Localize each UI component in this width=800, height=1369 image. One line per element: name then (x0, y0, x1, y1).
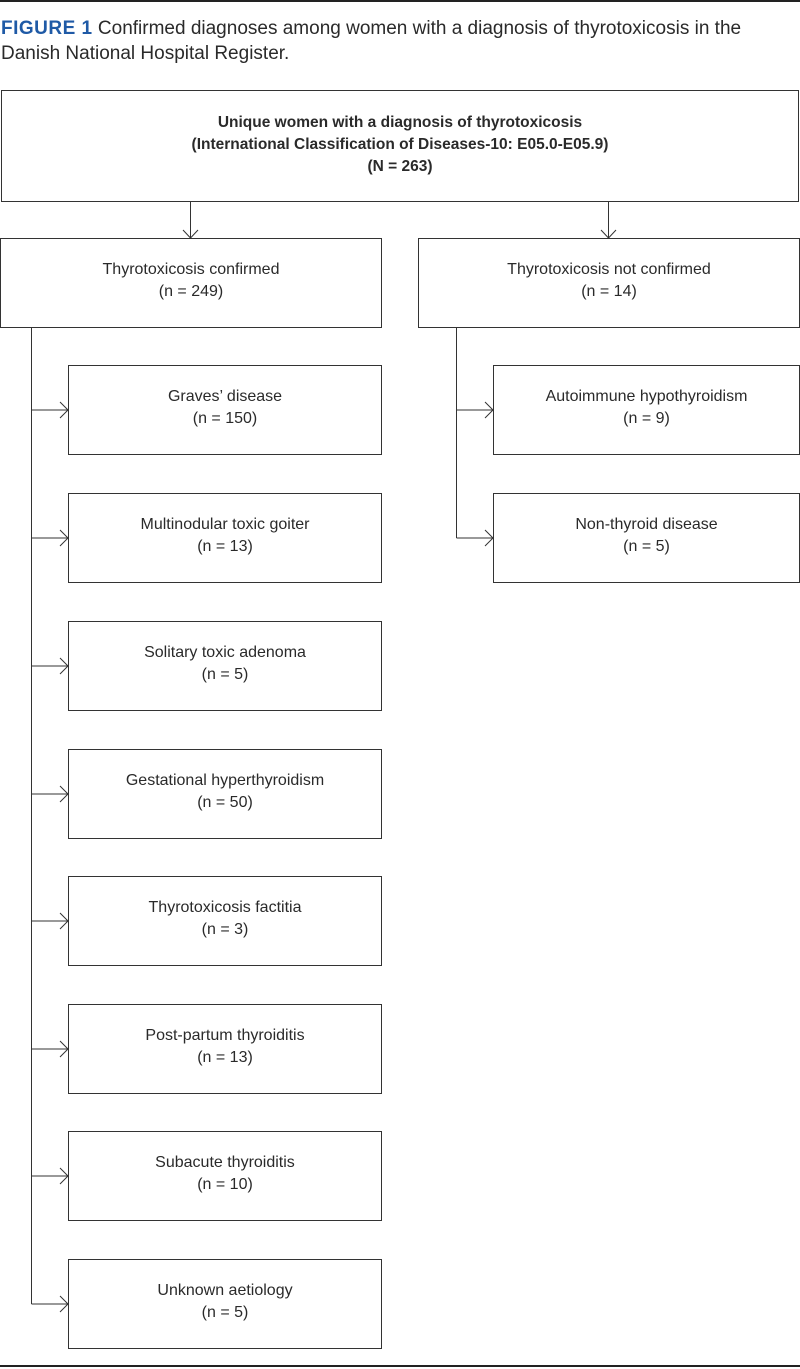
confirmed-node: Thyrotoxicosis confirmed (n = 249) (0, 238, 382, 328)
node-label: Unknown aetiology (157, 1282, 293, 1299)
node-label: Thyrotoxicosis factitia (148, 899, 302, 916)
node-count: (n = 249) (158, 283, 224, 300)
autoimmune-hypothyroidism-node: Autoimmune hypothyroidism (n = 9) (493, 365, 800, 455)
node-count: (n = 5) (201, 666, 249, 683)
node-label: Solitary toxic adenoma (144, 644, 306, 661)
root-line-3: (N = 263) (367, 158, 433, 175)
node-count: (n = 5) (623, 538, 670, 555)
node-count: (n = 5) (201, 1304, 249, 1321)
node-count: (n = 10) (197, 1176, 253, 1193)
node-label: Subacute thyroiditis (155, 1154, 295, 1171)
multinodular-toxic-goiter-node: Multinodular toxic goiter (n = 13) (68, 493, 382, 583)
node-count: (n = 14) (581, 283, 637, 300)
node-count: (n = 3) (201, 921, 249, 938)
node-label: Thyrotoxicosis confirmed (102, 261, 280, 278)
node-label: Graves’ disease (167, 388, 283, 405)
node-count: (n = 13) (197, 538, 253, 555)
root-node: Unique women with a diagnosis of thyroto… (1, 90, 799, 202)
bottom-rule (0, 1365, 800, 1367)
node-label: Non-thyroid disease (575, 516, 718, 533)
root-line-2: (International Classification of Disease… (191, 136, 609, 153)
figure-label: FIGURE 1 (1, 18, 93, 39)
thyrotoxicosis-factitia-node: Thyrotoxicosis factitia (n = 3) (68, 876, 382, 966)
top-rule (0, 0, 800, 2)
node-label: Post-partum thyroiditis (145, 1027, 305, 1044)
node-count: (n = 13) (197, 1049, 253, 1066)
node-label: Gestational hyperthyroidism (125, 772, 325, 789)
node-label: Thyrotoxicosis not confirmed (507, 261, 711, 278)
node-count: (n = 150) (192, 410, 258, 427)
node-label: Multinodular toxic goiter (140, 516, 310, 533)
solitary-toxic-adenoma-node: Solitary toxic adenoma (n = 5) (68, 621, 382, 711)
unknown-aetiology-node: Unknown aetiology (n = 5) (68, 1259, 382, 1349)
node-count: (n = 9) (623, 410, 670, 427)
non-thyroid-disease-node: Non-thyroid disease (n = 5) (493, 493, 800, 583)
graves-disease-node: Graves’ disease (n = 150) (68, 365, 382, 455)
node-label: Autoimmune hypothyroidism (545, 388, 748, 405)
post-partum-thyroiditis-node: Post-partum thyroiditis (n = 13) (68, 1004, 382, 1094)
figure-caption: FIGURE 1 Confirmed diagnoses among women… (1, 16, 791, 66)
not-confirmed-node: Thyrotoxicosis not confirmed (n = 14) (418, 238, 800, 328)
root-line-1: Unique women with a diagnosis of thyroto… (217, 114, 583, 131)
subacute-thyroiditis-node: Subacute thyroiditis (n = 10) (68, 1131, 382, 1221)
node-count: (n = 50) (197, 794, 253, 811)
gestational-hyperthyroidism-node: Gestational hyperthyroidism (n = 50) (68, 749, 382, 839)
figure-caption-text: Confirmed diagnoses among women with a d… (1, 18, 742, 64)
